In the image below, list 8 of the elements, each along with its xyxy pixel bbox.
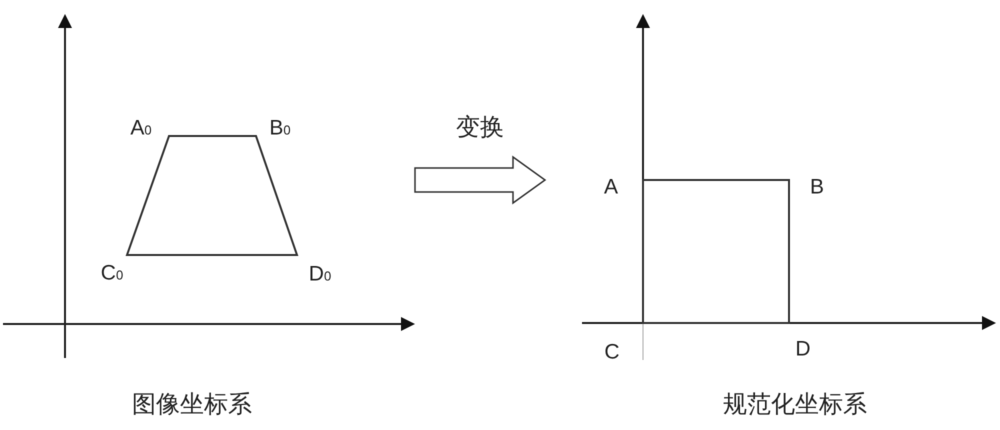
edge-label: 变换 — [454, 115, 506, 141]
block-arrow — [414, 156, 546, 204]
vertex-label: C — [604, 342, 620, 362]
vertex-label: B — [810, 176, 824, 198]
vertex-label: D — [795, 338, 811, 360]
vertex-label: A — [604, 176, 618, 198]
caption-text: 规范化坐标系 — [723, 393, 867, 417]
caption-text: 图像坐标系 — [132, 393, 252, 417]
